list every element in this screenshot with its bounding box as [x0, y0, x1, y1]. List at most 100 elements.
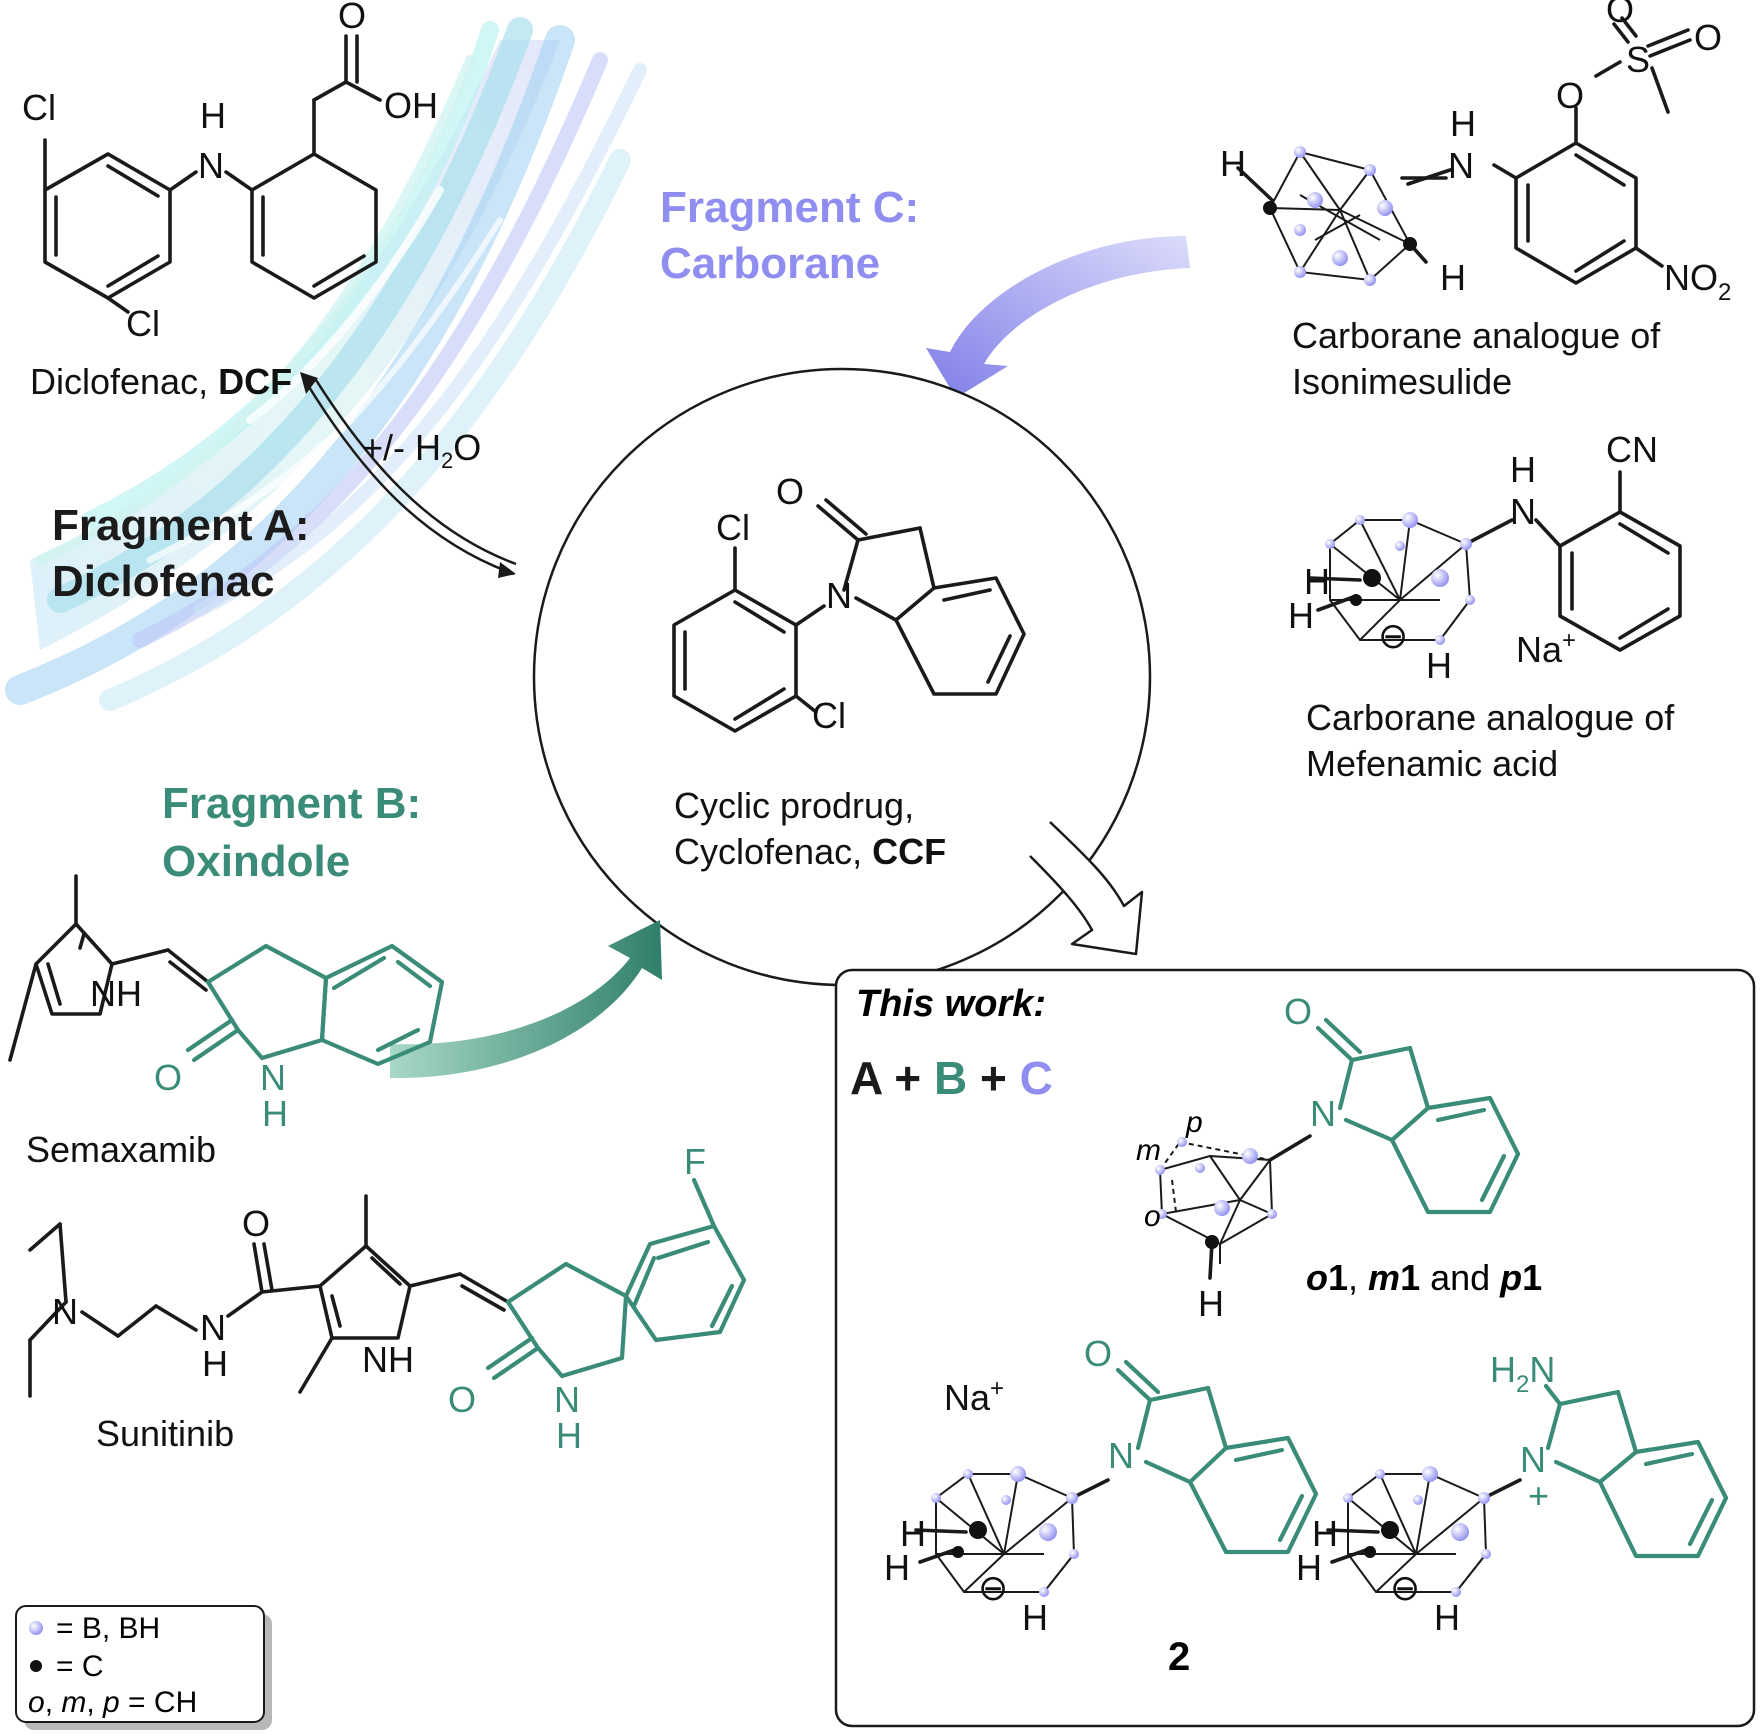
mef-h1: H: [1304, 561, 1330, 602]
fragment-c-subtitle: Carborane: [660, 239, 880, 288]
label-1c: 1: [1522, 1257, 1542, 1298]
ccf-n: N: [826, 575, 852, 616]
semaxamib-oxindole: [185, 943, 445, 1067]
mef-na-text: Na: [1516, 629, 1563, 670]
cage-label-o: o: [1144, 1200, 1161, 1233]
c2-h2: H: [884, 1547, 910, 1588]
carbon-atom-icon: [30, 1660, 42, 1672]
compound-o1-m1-p1: O N m p o H o1, m1 and p1: [1136, 991, 1542, 1324]
mef-nh-h: H: [1510, 449, 1536, 490]
equilibrium-arrowhead-up: [300, 372, 318, 394]
dcf-cl-bottom: Cl: [126, 303, 160, 344]
mef-na: Na+: [1516, 627, 1576, 670]
label-1a: 1: [1328, 1257, 1348, 1298]
label-p: p: [1499, 1257, 1522, 1298]
c3-h3: H: [1434, 1597, 1460, 1638]
legend-omp-label: o, m, p = CH: [28, 1686, 197, 1719]
iso-n: N: [1448, 145, 1474, 186]
label-o: o: [1306, 1257, 1328, 1298]
c2-n: N: [1108, 1435, 1134, 1476]
legend-o: o: [28, 1686, 45, 1719]
iso-s: S: [1626, 39, 1650, 80]
sunitinib-nh: NH: [362, 1339, 414, 1380]
label-and: and: [1420, 1257, 1500, 1298]
c2-na-plus: +: [990, 1375, 1004, 1402]
o1-carbonyl-o: O: [1284, 991, 1312, 1032]
iso-h1: H: [1220, 143, 1246, 184]
semaxamib-structure: NH O N H Semaxamib: [8, 874, 445, 1170]
c3-h1: H: [1312, 1513, 1338, 1554]
sunitinib-amide-h: H: [202, 1343, 228, 1384]
compound-2-label: 2: [1168, 1635, 1190, 1679]
c3-plus: +: [1528, 1475, 1549, 1516]
nido-cage-1: [1308, 512, 1514, 645]
ccf-cl-top: Cl: [716, 507, 750, 548]
semaxamib-o: O: [154, 1057, 182, 1098]
carborane-cage-1: [1236, 146, 1452, 286]
fragment-b-title: Fragment B:: [162, 779, 421, 828]
isonimesulide-analogue-structure: H H H N O O O S NO2 Carborane analogue o…: [1220, 0, 1731, 402]
sunitinib-n1: N: [52, 1291, 78, 1332]
semaxamib-n: N: [260, 1057, 286, 1098]
legend-b-label: = B, BH: [56, 1612, 160, 1645]
compound-2-left: Na+ O N H H H ⊖: [884, 1333, 1319, 1638]
ccf-circle: [532, 367, 1152, 987]
c2-na: Na+: [944, 1375, 1004, 1418]
oxindole-arrow: [390, 920, 662, 1079]
legend-sep2: ,: [86, 1686, 103, 1719]
label-1b: 1: [1400, 1257, 1420, 1298]
c3-h2: H: [1296, 1547, 1322, 1588]
semaxamib-h: H: [262, 1093, 288, 1134]
o1-h: H: [1198, 1283, 1224, 1324]
diclofenac-structure: Cl H N Cl O OH Diclofenac, DCF: [22, 0, 438, 402]
semaxamib-name: Semaxamib: [26, 1129, 216, 1170]
c3-n: N: [1520, 1439, 1546, 1480]
sunitinib-f: F: [684, 1141, 706, 1182]
legend: = B, BH = C o, m, p = CH: [15, 1605, 272, 1730]
dcf-n: N: [198, 145, 224, 186]
iso-no2-text: NO: [1664, 257, 1718, 298]
iso-o-sulfonyl2: O: [1694, 17, 1722, 58]
iso-caption-line2: Isonimesulide: [1292, 361, 1512, 402]
ccf-cl-bottom: Cl: [812, 695, 846, 736]
c2-o: O: [1084, 1333, 1112, 1374]
sunitinib-structure: O F N N H NH O N H Sunitinib: [28, 1141, 747, 1456]
fragment-b-subtitle: Oxindole: [162, 837, 350, 886]
equilibrium-arrow: +/- H2O: [300, 372, 517, 578]
cage-label-m: m: [1136, 1134, 1161, 1167]
sunitinib-o1: O: [242, 1203, 270, 1244]
compound-2-right: H2N N + H H H ⊖: [1296, 1349, 1729, 1638]
sunitinib-oxindole: [485, 1177, 747, 1381]
mef-h3: H: [1426, 645, 1452, 686]
iso-o-ester: O: [1556, 75, 1584, 116]
ccf-caption-line1: Cyclic prodrug,: [674, 785, 914, 826]
o1-n: N: [1310, 1093, 1336, 1134]
mef-caption-line2: Mefenamic acid: [1306, 743, 1558, 784]
formula-plus1: +: [882, 1052, 934, 1104]
legend-ch: = CH: [120, 1686, 198, 1719]
legend-m: m: [61, 1686, 86, 1719]
fragment-c-title: Fragment C:: [660, 183, 919, 232]
iso-no2: NO2: [1664, 257, 1731, 306]
equilibrium-tail: O: [453, 427, 481, 468]
formula-c: C: [1020, 1052, 1053, 1104]
fragment-a-title: Fragment A:: [52, 501, 310, 550]
c2-minus: ⊖: [978, 1567, 1008, 1608]
c3-h2n-n: N: [1529, 1349, 1555, 1390]
mefenamic-analogue-structure: CN H N H H H ⊖ Na+ Carborane analogue of…: [1288, 429, 1682, 784]
dcf-abbr: DCF: [218, 361, 292, 402]
carborane-arrow: [926, 236, 1190, 398]
this-work-panel: This work: A + B + C: [834, 968, 1756, 1728]
formula-plus2: +: [967, 1052, 1019, 1104]
c3-minus: ⊖: [1390, 1567, 1420, 1608]
equilibrium-text: +/- H: [362, 427, 441, 468]
compound-o1-m1-p1-label: o1, m1 and p1: [1306, 1257, 1542, 1298]
outline-arrow-to-this-work: [1029, 821, 1144, 956]
iso-caption-line1: Carborane analogue of: [1292, 315, 1661, 356]
semaxamib-nh: NH: [90, 973, 142, 1014]
dcf-nh-h: H: [200, 95, 226, 136]
sunitinib-o2: O: [448, 1379, 476, 1420]
dcf-name: Diclofenac,: [30, 361, 218, 402]
mef-n: N: [1510, 491, 1536, 532]
